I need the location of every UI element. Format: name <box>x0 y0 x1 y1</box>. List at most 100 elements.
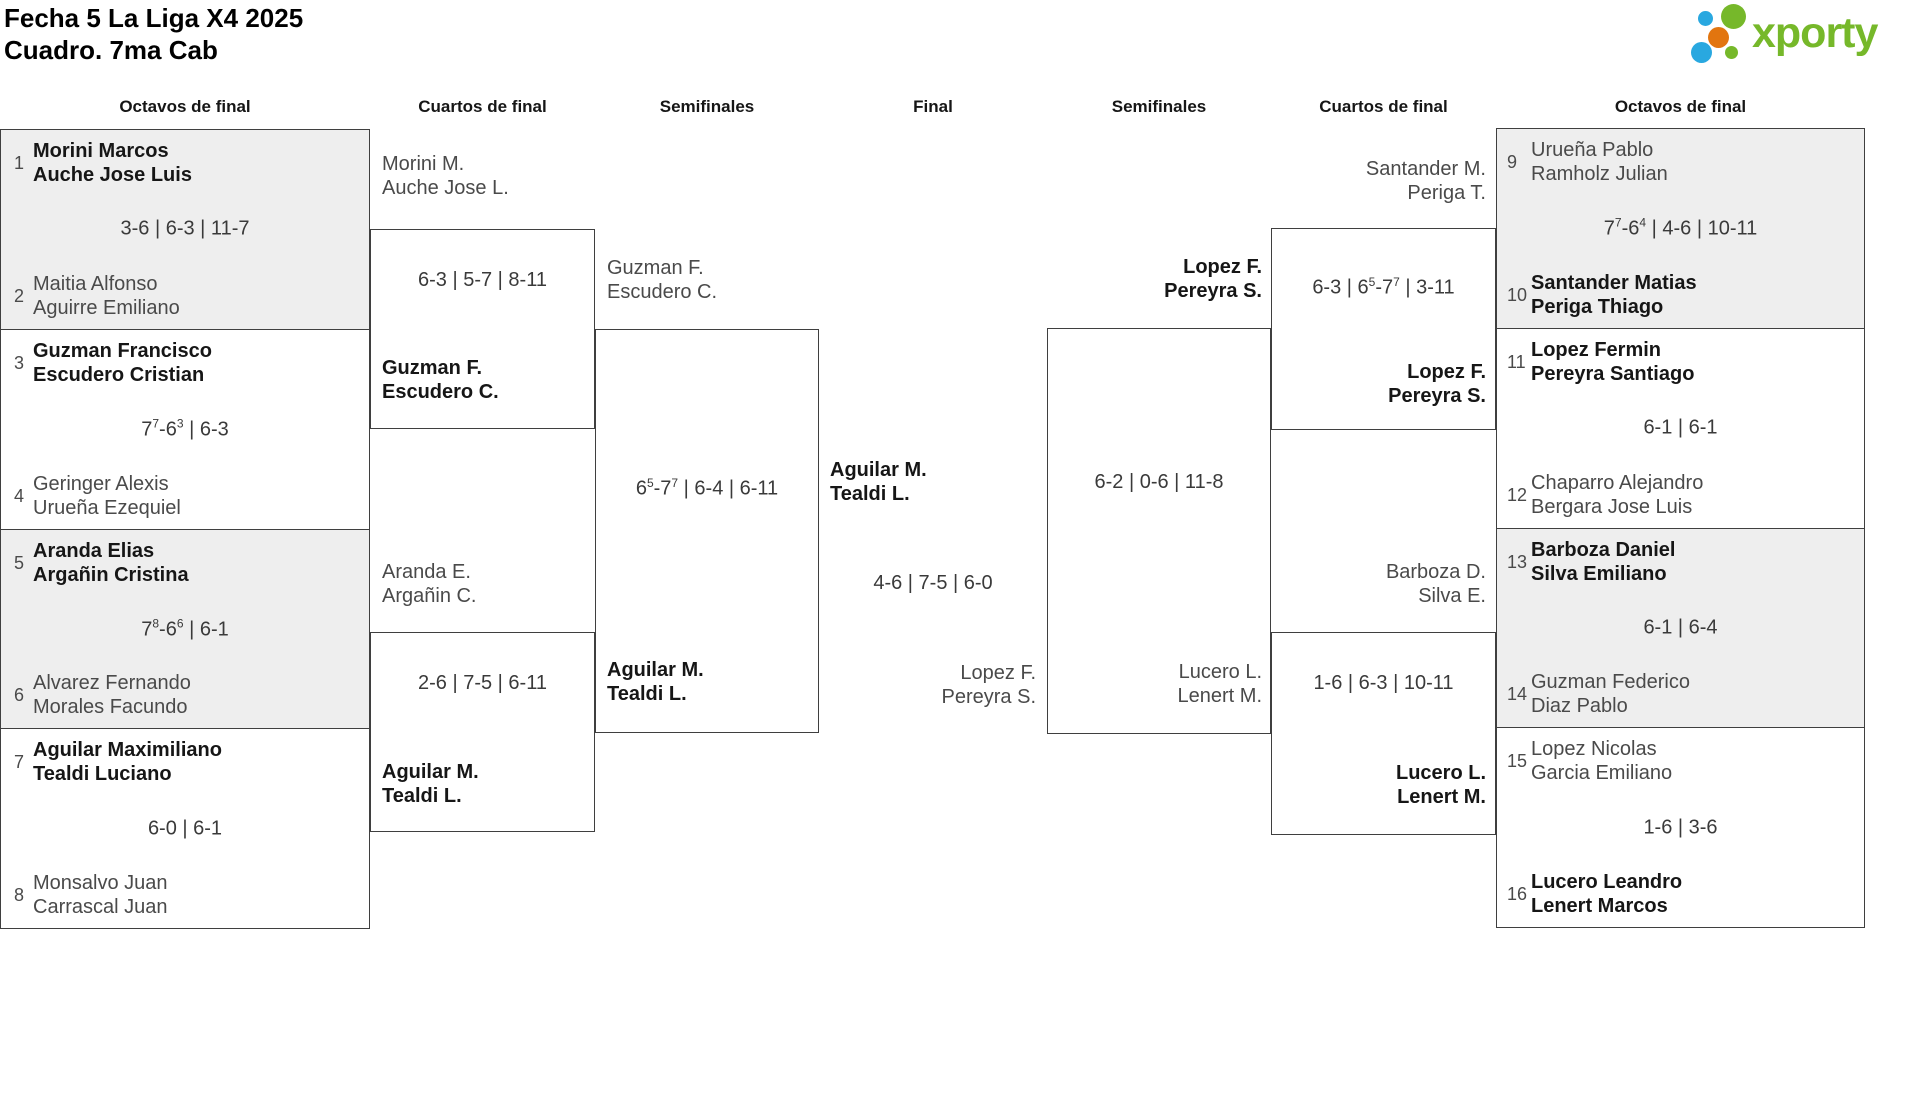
logo-wordmark: xporty <box>1752 9 1878 57</box>
page-title: Fecha 5 La Liga X4 2025 Cuadro. 7ma Cab <box>4 2 303 66</box>
qf-left-2-top-team: Aranda E. Argañin C. <box>382 560 477 608</box>
match-score: 6-0 | 6-1 <box>147 817 223 840</box>
player-name: Silva Emiliano <box>1531 562 1667 585</box>
match-box-cuartos-right-2 <box>1271 632 1496 835</box>
player-name: Morini M. <box>382 153 465 175</box>
sf-right-bottom-team: Lucero L. Lenert M. <box>1178 660 1262 708</box>
player-name: Carrascal Juan <box>33 896 168 918</box>
final-score: 4-6 | 7-5 | 6-0 <box>873 572 993 594</box>
player-name: Lopez F. <box>1407 361 1486 383</box>
seed-number: 5 <box>14 552 25 573</box>
seed-number: 3 <box>14 352 25 373</box>
player-name: Lucero L. <box>1178 661 1262 683</box>
player-name: Aguilar Maximiliano <box>33 739 222 762</box>
player-name: Aguirre Emiliano <box>33 296 180 319</box>
player-name: Tealdi L. <box>830 483 910 505</box>
player-name: Ramholz Julian <box>1531 163 1668 185</box>
logo-dot-blue-large <box>1691 42 1712 63</box>
player-name: Aguilar M. <box>830 459 927 481</box>
page-title-line1: Fecha 5 La Liga X4 2025 <box>4 3 304 33</box>
qf-right-2-winner: Lucero L. Lenert M. <box>1396 761 1486 809</box>
sf-left-bottom-team: Aguilar M. Tealdi L. <box>607 658 704 706</box>
sf-right-top-team: Lopez F. Pereyra S. <box>1164 255 1262 303</box>
player-name: Lenert M. <box>1397 786 1486 808</box>
column-header-final: Final <box>913 97 953 116</box>
qf-right-1-score: 6-3 | 65-77 | 3-11 <box>1312 275 1455 299</box>
player-name: Chaparro Alejandro <box>1531 471 1704 494</box>
match-score: 77-63 | 6-3 <box>141 416 229 441</box>
player-name: Periga T. <box>1407 182 1486 204</box>
seed-number: 9 <box>1507 152 1518 172</box>
player-name: Tealdi L. <box>607 683 687 705</box>
player-name: Santander M. <box>1365 158 1486 180</box>
player-name: Lopez Fermin <box>1531 338 1662 361</box>
column-header-octavos-left: Octavos de final <box>119 97 251 116</box>
player-name: Bergara Jose Luis <box>1531 495 1693 518</box>
player-name: Tealdi L. <box>382 785 462 807</box>
qf-right-2-top-team: Barboza D. Silva E. <box>1386 560 1486 608</box>
player-name: Lucero L. <box>1395 762 1486 784</box>
player-name: Escudero C. <box>382 381 499 403</box>
player-name: Pereyra S. <box>941 686 1036 708</box>
match-score: 6-1 | 6-1 <box>1643 416 1718 439</box>
player-name: Pereyra Santiago <box>1531 362 1695 385</box>
player-name: Lopez F. <box>1183 256 1262 278</box>
player-name: Auche Jose Luis <box>33 164 192 186</box>
player-name: Argañin C. <box>382 585 477 607</box>
seed-number: 10 <box>1507 284 1528 305</box>
sf-left-top-team: Guzman F. Escudero C. <box>607 256 717 304</box>
player-name: Aranda E. <box>382 561 471 583</box>
seed-number: 15 <box>1507 751 1528 772</box>
seed-number: 1 <box>14 153 25 173</box>
match-box-cuartos-left-1 <box>370 229 595 429</box>
player-name: Guzman F. <box>607 257 704 279</box>
player-name: Escudero C. <box>607 281 718 303</box>
player-name: Geringer Alexis <box>33 472 169 495</box>
column-header-octavos-right: Octavos de final <box>1614 97 1747 116</box>
player-name: Monsalvo Juan <box>33 872 168 894</box>
player-name: Guzman F. <box>382 357 483 379</box>
qf-right-1-top-team: Santander M. Periga T. <box>1366 157 1486 205</box>
player-name: Pereyra S. <box>1388 385 1486 407</box>
seed-number: 2 <box>14 285 25 306</box>
player-name: Periga Thiago <box>1531 295 1664 318</box>
player-name: Lopez F. <box>960 662 1036 684</box>
qf-left-2-winner: Aguilar M. Tealdi L. <box>382 760 479 808</box>
qf-left-1-winner: Guzman F. Escudero C. <box>382 356 499 404</box>
logo-dot-orange <box>1708 27 1729 48</box>
seed-number: 4 <box>14 485 25 506</box>
player-name: Escudero Cristian <box>33 363 205 386</box>
xporty-logo[interactable]: xporty <box>1680 4 1920 68</box>
player-name: Maitia Alfonso <box>33 272 158 295</box>
page-title-line2: Cuadro. 7ma Cab <box>4 35 218 65</box>
player-name: Lucero Leandro <box>1531 871 1683 893</box>
player-name: Diaz Pablo <box>1531 695 1628 718</box>
seed-number: 6 <box>14 685 25 706</box>
player-name: Lenert Marcos <box>1531 895 1668 917</box>
match-score: 3-6 | 6-3 | 11-7 <box>120 217 250 240</box>
match-box-cuartos-left-2 <box>370 632 595 832</box>
seed-number: 7 <box>14 752 25 773</box>
